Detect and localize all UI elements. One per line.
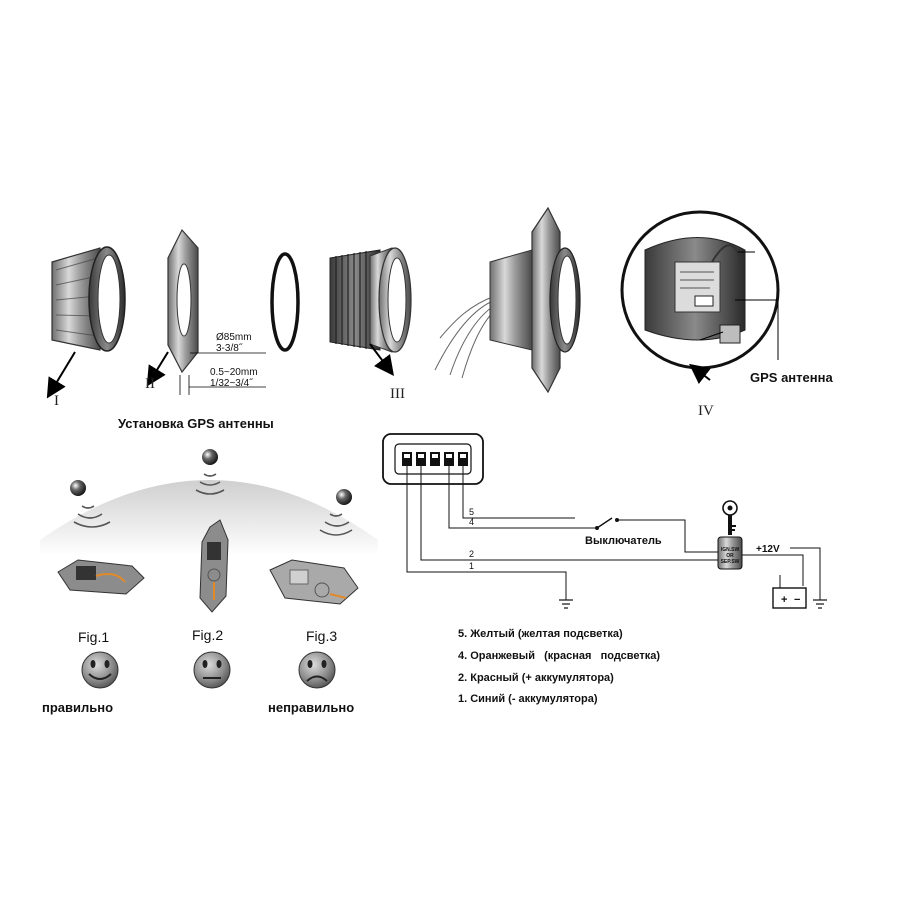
- ignition-key-icon: [722, 500, 738, 535]
- antenna-board-fig3: [269, 559, 359, 605]
- pin-1-label: 1: [469, 561, 474, 571]
- sky-dome: [40, 449, 378, 556]
- wire-battery-ground: [790, 547, 821, 600]
- part-label-ii: II: [145, 376, 155, 392]
- voltage-label: +12V: [756, 544, 780, 555]
- part-ii-flange: II Ø85mm 3-3/8˝ 0.5~20mm 1/32~3/4˝: [145, 228, 266, 395]
- neutral-face-icon: [193, 651, 231, 689]
- thickness-mm-label: 0.5~20mm: [210, 367, 258, 378]
- part-iv-rear-view: IV GPS антенна: [620, 210, 833, 419]
- battery-minus: −: [794, 594, 800, 606]
- ignition-text-3: SEP.SW: [721, 559, 740, 565]
- ignition-text-2: OR: [726, 553, 734, 559]
- ground-symbol-icon: [559, 599, 573, 609]
- satellite-right: [336, 489, 352, 505]
- happy-face-icon: [81, 651, 119, 689]
- part-iii-nut: III: [329, 247, 412, 402]
- ignition-switch-icon: IGN.SW OR SEP.SW: [717, 536, 743, 570]
- diameter-mm-label: Ø85mm: [216, 332, 252, 343]
- wire-5: [462, 466, 575, 519]
- sad-face-icon: [298, 651, 336, 689]
- correct-label: правильно: [42, 700, 113, 715]
- connector-plug: [719, 324, 741, 344]
- wire-1: [406, 466, 567, 600]
- legend-item-4: 4. Оранжевый (красная подсветка): [458, 650, 660, 662]
- wire-12v: [742, 554, 804, 586]
- wire-color-legend: 5. Желтый (желтая подсветка) 4. Оранжевы…: [458, 628, 660, 705]
- satellite-left: [70, 480, 86, 496]
- satellite-center: [202, 449, 218, 465]
- switch-label: Выключатель: [585, 535, 662, 547]
- thickness-in-label: 1/32~3/4˝: [210, 377, 253, 389]
- diameter-in-label: 3-3/8˝: [216, 342, 243, 354]
- battery-icon: + −: [772, 587, 807, 609]
- wire-2: [420, 466, 718, 561]
- gps-install-title: Установка GPS антенны: [118, 416, 274, 431]
- switch-icon: [595, 517, 619, 530]
- ground-symbol-battery-icon: [813, 599, 827, 609]
- part-label-i: I: [54, 393, 59, 409]
- legend-item-5: 5. Желтый (желтая подсветка): [458, 628, 623, 640]
- part-i-bezel: I: [46, 246, 126, 409]
- wire-4: [448, 466, 597, 529]
- incorrect-label: неправильно: [268, 700, 354, 715]
- fig3-label: Fig.3: [306, 628, 337, 644]
- wire-switch-to-ignition: [617, 519, 718, 553]
- legend-item-2: 2. Красный (+ аккумулятора): [458, 672, 614, 684]
- ignition-text-1: IGN.SW: [721, 547, 740, 553]
- fig2-label: Fig.2: [192, 627, 223, 643]
- antenna-board-fig1: [57, 559, 145, 595]
- o-ring: [270, 252, 300, 352]
- gps-antenna-label: GPS антенна: [750, 370, 833, 385]
- part-label-iv: IV: [698, 403, 714, 419]
- antenna-board-fig2: [199, 519, 229, 613]
- part-label-iii: III: [390, 386, 405, 402]
- legend-item-1: 1. Синий (- аккумулятора): [458, 693, 598, 705]
- pin-5-label: 5: [469, 507, 474, 517]
- pin-2-label: 2: [469, 549, 474, 559]
- pin-4-label: 4: [469, 517, 474, 527]
- fig1-label: Fig.1: [78, 629, 109, 645]
- wiring-diagram: 5 4 2 1 Выключатель IGN.SW OR SEP.SW +12…: [382, 433, 827, 609]
- battery-plus: +: [781, 594, 787, 606]
- assembled-gauge: [434, 206, 581, 394]
